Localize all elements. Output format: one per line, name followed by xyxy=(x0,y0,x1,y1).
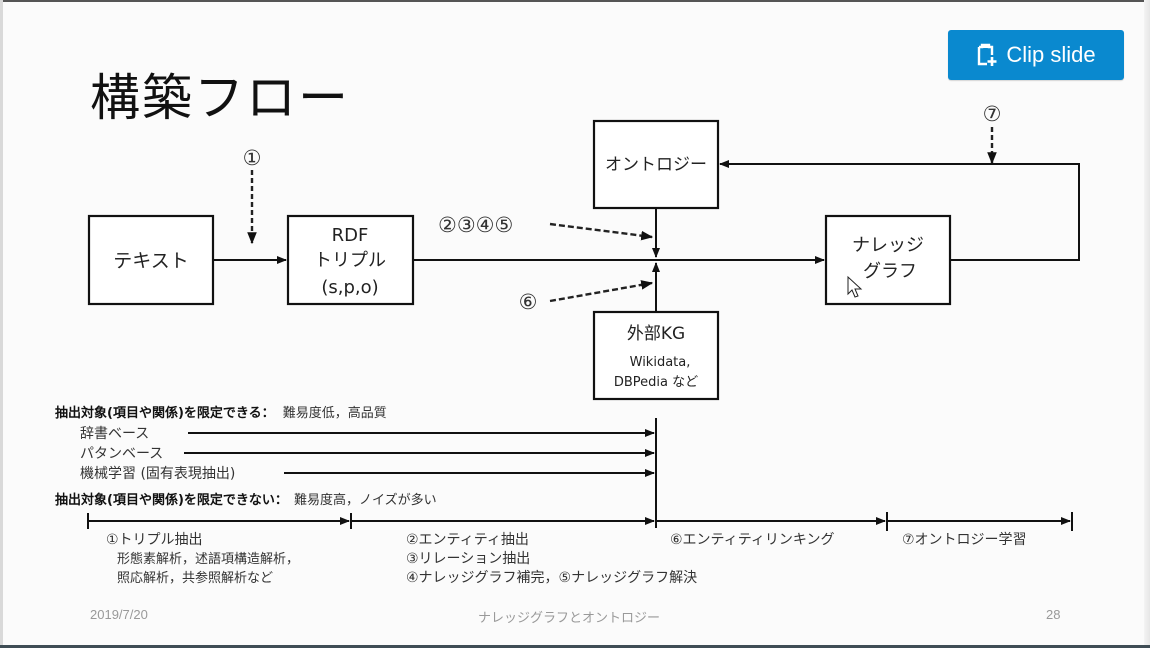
node-ontology: オントロジー xyxy=(592,119,720,210)
limited-header: 抽出対象(項目や関係)を限定できる： 難易度低，高品質 xyxy=(55,405,387,421)
phase2-line2: ③リレーション抽出 xyxy=(406,551,530,567)
limited-header-bold: 抽出対象(項目や関係)を限定できる： xyxy=(55,405,275,421)
marker-step1: ① xyxy=(243,146,262,170)
unlimited-header-bold: 抽出対象(項目や関係)を限定できない： xyxy=(55,492,288,508)
dashed-arrow-step6 xyxy=(549,280,654,303)
node-external-kg-line2: DBPedia など xyxy=(614,375,698,390)
phase3-line1: ⑥エンティティリンキング xyxy=(670,532,834,548)
timeline-phase-1: ①トリプル抽出 形態素解析，述語項構造解析， 照応解析，共参照解析など xyxy=(106,532,299,586)
slide-title: 構築フロー xyxy=(90,69,350,127)
window-left-border xyxy=(0,0,3,648)
marker-steps2345: ②③④⑤ xyxy=(438,213,513,237)
node-external-kg-line1: Wikidata, xyxy=(630,355,691,370)
phase1-line2: 形態素解析，述語項構造解析， xyxy=(117,551,299,567)
arrow-kg-to-ontology xyxy=(719,160,1080,261)
window-bottom-border xyxy=(0,645,1150,648)
timeline-phase-4: ⑦オントロジー学習 xyxy=(902,532,1027,548)
clip-slide-button[interactable]: Clip slide xyxy=(948,30,1124,80)
phase1-line3: 照応解析，共参照解析など xyxy=(117,570,273,586)
window-right-border xyxy=(1144,0,1150,648)
node-kg-line2: グラフ xyxy=(863,261,917,282)
timeline-phase-2: ②エンティティ抽出 ③リレーション抽出 ④ナレッジグラフ補完，⑤ナレッジグラフ解… xyxy=(406,532,697,586)
node-knowledge-graph: ナレッジ グラフ xyxy=(824,214,952,306)
unlimited-header: 抽出対象(項目や関係)を限定できない： 難易度高，ノイズが多い xyxy=(55,492,437,508)
marker-step6: ⑥ xyxy=(519,290,538,314)
footer-date: 2019/7/20 xyxy=(90,607,148,622)
node-kg-line1: ナレッジ xyxy=(852,235,924,256)
node-rdf-line2: トリプル xyxy=(314,250,386,271)
limited-header-note: 難易度低，高品質 xyxy=(283,405,387,421)
node-external-kg-title: 外部KG xyxy=(627,324,685,344)
method-dictionary: 辞書ベース xyxy=(80,426,149,442)
clipboard-plus-icon xyxy=(976,43,998,67)
clip-slide-label: Clip slide xyxy=(1006,42,1096,67)
method-pattern: パタンベース xyxy=(80,446,163,462)
node-rdf-line1: RDF xyxy=(332,225,369,246)
phase2-line1: ②エンティティ抽出 xyxy=(406,532,529,548)
node-text: テキスト xyxy=(87,214,215,306)
timeline-axis xyxy=(87,512,1073,531)
phase2-line3: ④ナレッジグラフ補完，⑤ナレッジグラフ解決 xyxy=(406,570,697,586)
node-rdf-triple: RDF トリプル (s,p,o) xyxy=(286,214,415,306)
footer-page-number: 28 xyxy=(1046,607,1061,622)
node-rdf-line3: (s,p,o) xyxy=(321,277,378,298)
unlimited-header-note: 難易度高，ノイズが多い xyxy=(294,492,437,508)
phase1-line1: ①トリプル抽出 xyxy=(106,532,203,548)
timeline-phase-3: ⑥エンティティリンキング xyxy=(670,532,834,548)
node-ontology-label: オントロジー xyxy=(605,155,707,175)
node-external-kg: 外部KG Wikidata, DBPedia など xyxy=(592,310,720,401)
footer-title: ナレッジグラフとオントロジー xyxy=(478,610,661,625)
marker-step7: ⑦ xyxy=(983,102,1002,126)
mouse-cursor-icon xyxy=(847,275,863,298)
window-top-border xyxy=(0,0,1150,2)
phase4-line1: ⑦オントロジー学習 xyxy=(902,532,1027,548)
dashed-arrow-steps2345 xyxy=(549,222,654,241)
node-text-label: テキスト xyxy=(113,250,188,272)
method-ml: 機械学習 (固有表現抽出) xyxy=(80,466,235,482)
